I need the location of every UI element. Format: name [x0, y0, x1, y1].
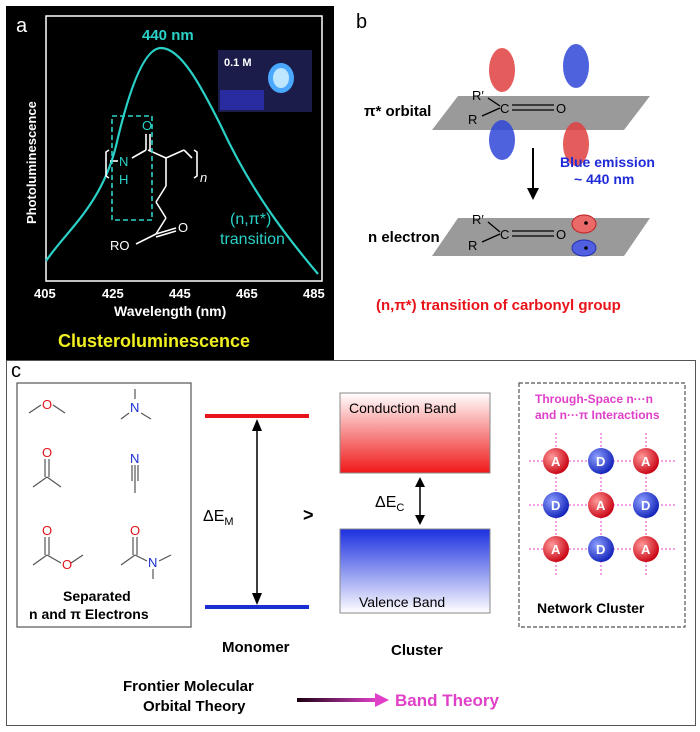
carbonyl-transition-caption: (n,π*) transition of carbonyl group: [376, 297, 621, 314]
polymer-n: N: [119, 154, 128, 169]
greater-than-sign: >: [303, 505, 314, 525]
valence-band: [339, 528, 491, 614]
peak-label: 440 nm: [142, 27, 194, 44]
fmo-label-2: Orbital Theory: [143, 698, 246, 715]
panel-a-chart: a 440 nm Photoluminescence 405 425 445 4…: [16, 15, 325, 351]
separated-molecules-box: [16, 382, 192, 628]
through-space-label-2: and n···π Interactions: [535, 408, 660, 422]
x-tick: 445: [169, 286, 191, 301]
transition-label-2: transition: [220, 231, 285, 248]
plot-frame: [45, 15, 323, 282]
panel-c-diagram: c: [11, 361, 686, 715]
network-cluster-label: Network Cluster: [537, 600, 645, 616]
blue-emission-label: Blue emission: [560, 154, 655, 170]
pi-orbital-lobes: [489, 44, 589, 166]
carbonyl-r-prime-bottom: R′: [472, 212, 484, 227]
pi-orbital-plane: [432, 96, 650, 130]
cluster-label: Cluster: [391, 642, 443, 659]
amide-n: N: [148, 555, 157, 570]
polymer-subscript-n: n: [200, 170, 207, 185]
emission-wavelength-label: ~ 440 nm: [574, 171, 634, 187]
node-label: A: [551, 454, 561, 469]
node-label: D: [596, 454, 605, 469]
carbonyl-o-top: O: [556, 101, 566, 116]
small-molecules: [28, 389, 172, 579]
panel-b-label: b: [356, 11, 367, 33]
ether-o: O: [42, 397, 52, 412]
ketone-o: O: [42, 445, 52, 460]
node-label: A: [641, 454, 651, 469]
polymer-ro: RO: [110, 238, 130, 253]
carbonyl-c-bottom: C: [500, 227, 509, 242]
panel-a-label: a: [16, 15, 28, 37]
y-axis-label: Photoluminescence: [24, 101, 39, 224]
fmo-label-1: Frontier Molecular: [123, 678, 254, 695]
carbonyl-r-prime-top: R′: [472, 88, 484, 103]
node-label: D: [641, 498, 650, 513]
monomer-label: Monomer: [222, 639, 290, 656]
panel-a: a 440 nm Photoluminescence 405 425 445 4…: [6, 6, 334, 360]
separated-label-2: n and π Electrons: [29, 606, 149, 622]
node-label: D: [596, 542, 605, 557]
separated-label-1: Separated: [63, 588, 131, 604]
node-label: A: [596, 498, 606, 513]
carbonyl-r-top: R: [468, 112, 477, 127]
n-electron-label: n electron: [368, 229, 440, 246]
node-label: A: [551, 542, 561, 557]
delta-ec-label: ΔEC: [375, 494, 404, 514]
x-tick: 465: [236, 286, 258, 301]
transition-label-1: (n,π*): [230, 211, 271, 228]
band-theory-label: Band Theory: [395, 691, 499, 710]
x-axis-label: Wavelength (nm): [114, 303, 226, 319]
ester-carbonyl-o: O: [42, 523, 52, 538]
pi-orbital-label: π* orbital: [364, 103, 431, 120]
panel-c: c: [6, 360, 696, 726]
panel-c-label: c: [11, 361, 21, 382]
pl-curve: [45, 46, 319, 275]
valence-band-label: Valence Band: [359, 594, 445, 610]
amide-o: O: [130, 523, 140, 538]
polymer-structure: [105, 134, 198, 245]
node-label: A: [641, 542, 651, 557]
ester-o: O: [62, 557, 72, 572]
carbonyl-r-bottom: R: [468, 238, 477, 253]
x-tick: 425: [102, 286, 124, 301]
carbonyl-c-top: C: [500, 101, 509, 116]
nitrile-n: N: [130, 451, 139, 466]
panel-b-diagram: b R′ R C O π* orbital Blue emission ~ 44…: [356, 11, 655, 314]
n-electron-plane: [432, 218, 650, 256]
conduction-band-label: Conduction Band: [349, 400, 456, 416]
x-tick: 485: [303, 286, 325, 301]
lone-pair-lobes: [571, 214, 597, 257]
polymer-h: H: [119, 172, 128, 187]
inset-concentration: 0.1 M: [224, 57, 252, 69]
panel-b: b R′ R C O π* orbital Blue emission ~ 44…: [340, 4, 696, 360]
amine-n: N: [130, 400, 139, 415]
x-tick: 405: [34, 286, 56, 301]
inset-photo: 0.1 M: [218, 50, 312, 112]
polymer-ester-o: O: [178, 220, 188, 235]
conduction-band: [339, 392, 491, 474]
clusteroluminescence-caption: Clusteroluminescence: [58, 331, 250, 351]
carbonyl-o-bottom: O: [556, 227, 566, 242]
theory-arrow-head: [375, 693, 389, 707]
node-label: D: [551, 498, 560, 513]
delta-em-label: ΔEM: [203, 508, 234, 528]
theory-arrow-shaft: [297, 698, 377, 702]
amide-highlight-box: [111, 115, 153, 221]
network-nodes: A D A D A D A D A: [543, 448, 659, 562]
polymer-o: O: [142, 118, 152, 133]
through-space-label-1: Through-Space n···n: [535, 392, 653, 406]
